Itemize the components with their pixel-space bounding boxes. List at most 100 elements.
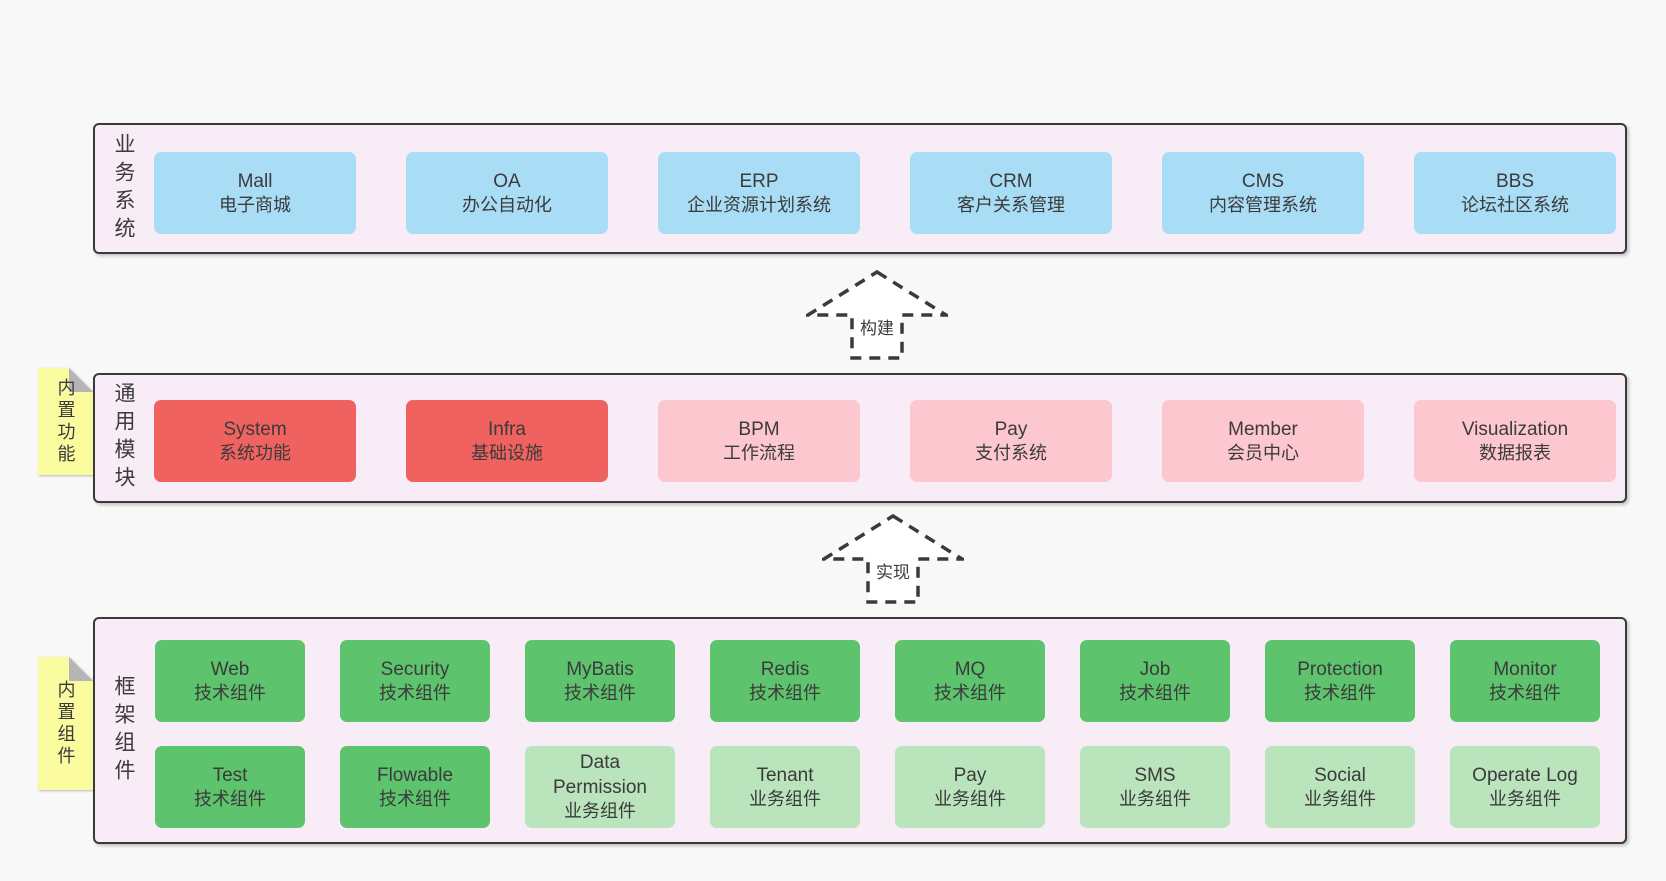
box-mall: Mall 电子商城 [154,152,356,234]
box-name: BBS [1495,170,1535,192]
box-visualization: Visualization 数据报表 [1414,400,1616,482]
note-built-in-features: 内置功能 [38,368,93,475]
box-redis: Redis 技术组件 [710,640,860,722]
box-name: Monitor [1493,658,1557,680]
box-desc: 业务组件 [564,801,636,822]
box-name: Social [1314,764,1366,786]
box-desc: 技术组件 [1304,682,1376,703]
business-systems-boxes: Mall 电子商城 OA 办公自动化 ERP 企业资源计划系统 CRM 客户关系… [154,152,1616,234]
box-oa: OA 办公自动化 [406,152,608,234]
box-monitor: Monitor 技术组件 [1450,640,1600,722]
band-framework-components: 框架组件 Web 技术组件 Security 技术组件 MyBatis 技术组件… [93,617,1627,844]
box-name: Visualization [1461,418,1569,440]
box-sms: SMS 业务组件 [1080,746,1230,828]
box-name: Pay [953,764,987,786]
box-mybatis: MyBatis 技术组件 [525,640,675,722]
box-name: Mall [237,170,273,192]
band-common-modules: 通用模块 System 系统功能 Infra 基础设施 BPM 工作流程 Pay… [93,373,1627,503]
box-name: ERP [739,170,779,192]
box-desc: 支付系统 [975,442,1047,463]
box-operate-log: Operate Log 业务组件 [1450,746,1600,828]
up-arrow-icon [822,514,964,604]
box-desc: 技术组件 [564,682,636,703]
band-label-business-systems: 业务系统 [112,132,135,245]
box-desc: 工作流程 [723,442,795,463]
build-arrow: 构建 [806,270,948,360]
box-member: Member 会员中心 [1162,400,1364,482]
box-desc: 业务组件 [1304,788,1376,809]
box-name: System [223,418,287,440]
box-desc: 系统功能 [219,442,291,463]
box-desc: 数据报表 [1479,442,1551,463]
box-desc: 技术组件 [1119,682,1191,703]
box-name: Member [1228,418,1298,440]
box-name: OA [493,170,521,192]
box-desc: 技术组件 [194,788,266,809]
common-modules-boxes: System 系统功能 Infra 基础设施 BPM 工作流程 Pay 支付系统… [154,400,1616,482]
box-cms: CMS 内容管理系统 [1162,152,1364,234]
box-desc: 业务组件 [749,788,821,809]
box-bbs: BBS 论坛社区系统 [1414,152,1616,234]
box-desc: 基础设施 [471,442,543,463]
box-social: Social 业务组件 [1265,746,1415,828]
framework-components-row-2: Test 技术组件 Flowable 技术组件 Data Permission … [155,746,1600,828]
box-desc: 客户关系管理 [957,194,1065,215]
box-test: Test 技术组件 [155,746,305,828]
box-security: Security 技术组件 [340,640,490,722]
box-name: MQ [954,658,986,680]
box-web: Web 技术组件 [155,640,305,722]
box-data-permission: Data Permission 业务组件 [525,746,675,828]
implement-arrow: 实现 [822,514,964,604]
box-desc: 论坛社区系统 [1461,194,1569,215]
box-desc: 企业资源计划系统 [687,194,831,215]
box-pay-business: Pay 业务组件 [895,746,1045,828]
box-desc: 会员中心 [1227,442,1299,463]
box-name: Test [212,764,248,786]
box-job: Job 技术组件 [1080,640,1230,722]
box-desc: 业务组件 [934,788,1006,809]
box-name: Protection [1297,658,1383,680]
box-name: MyBatis [566,658,634,680]
box-desc: 办公自动化 [462,194,552,215]
implement-arrow-label: 实现 [876,563,910,582]
box-name: BPM [738,418,780,440]
box-name: Data Permission [553,752,647,799]
box-desc: 技术组件 [194,682,266,703]
box-bpm: BPM 工作流程 [658,400,860,482]
box-name: Job [1139,658,1171,680]
up-arrow-icon [806,270,948,360]
band-label-framework-components: 框架组件 [112,674,135,787]
box-erp: ERP 企业资源计划系统 [658,152,860,234]
box-name: Operate Log [1472,764,1578,786]
box-tenant: Tenant 业务组件 [710,746,860,828]
box-system: System 系统功能 [154,400,356,482]
box-desc: 业务组件 [1489,788,1561,809]
box-mq: MQ 技术组件 [895,640,1045,722]
box-name: Security [380,658,450,680]
box-protection: Protection 技术组件 [1265,640,1415,722]
box-name: Redis [760,658,810,680]
note-text: 内置组件 [55,679,76,768]
box-name: SMS [1134,764,1176,786]
box-desc: 技术组件 [379,788,451,809]
band-business-systems: 业务系统 Mall 电子商城 OA 办公自动化 ERP 企业资源计划系统 CRM… [93,123,1627,254]
box-desc: 技术组件 [379,682,451,703]
box-flowable: Flowable 技术组件 [340,746,490,828]
note-text: 内置功能 [55,377,76,466]
box-desc: 业务组件 [1119,788,1191,809]
box-crm: CRM 客户关系管理 [910,152,1112,234]
box-name: Tenant [756,764,814,786]
box-desc: 电子商城 [219,194,291,215]
box-desc: 内容管理系统 [1209,194,1317,215]
build-arrow-label: 构建 [860,319,894,338]
box-desc: 技术组件 [1489,682,1561,703]
box-name: Web [210,658,250,680]
note-built-in-components: 内置组件 [38,657,93,790]
box-pay: Pay 支付系统 [910,400,1112,482]
box-name: Infra [487,418,527,440]
box-name: Pay [994,418,1028,440]
box-name: CRM [989,170,1033,192]
box-desc: 技术组件 [934,682,1006,703]
box-name: CMS [1241,170,1285,192]
box-name: Flowable [376,764,454,786]
